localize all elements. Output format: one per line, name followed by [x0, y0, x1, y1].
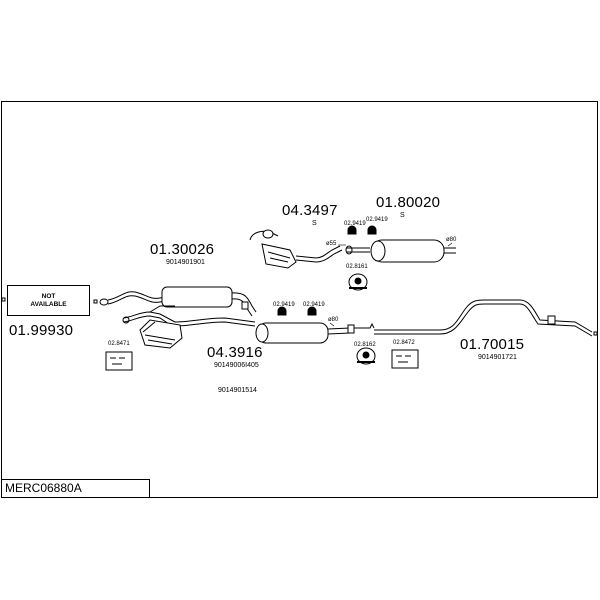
diameter-label-55: ø55 — [326, 241, 337, 247]
rear-silencer-01-80020 — [345, 239, 456, 263]
fitting-label-02-8162: 02.8162 — [354, 342, 376, 348]
leader-lines — [329, 242, 453, 327]
middle-silencer-04-3916 — [255, 322, 375, 344]
rear-pipe-01-70015 — [374, 299, 598, 337]
part-suffix-01-80020: S — [400, 212, 405, 219]
fitting-label-02-8161: 02.8161 — [346, 264, 368, 270]
fitting-label-02-9419-d: 02.9419 — [303, 302, 325, 308]
part-label-01-70015: 01.70015 — [460, 336, 525, 353]
front-silencer — [139, 319, 183, 349]
part-ref-04-3916-a: 90149006I405 — [214, 362, 259, 369]
diameter-label-80-b: ø80 — [328, 317, 339, 323]
fitting-rubbers — [348, 273, 376, 365]
part-suffix-04-3497: S — [312, 220, 317, 227]
manifold-pipes — [122, 305, 256, 327]
diagram-code: MERC06880A — [1, 479, 150, 498]
fitting-label-02-8471: 02.8471 — [108, 341, 130, 347]
part-ref-01-30026: 9014901901 — [166, 259, 205, 266]
diameter-label-80-a: ø80 — [446, 237, 457, 243]
fitting-label-02-9419-b: 02.9419 — [366, 217, 388, 223]
part-ref-04-3916-b: 9014901514 — [218, 387, 257, 394]
not-available-line2: AVAILABLE — [30, 300, 67, 308]
part-label-01-99930: 01.99930 — [9, 322, 74, 339]
not-available-box: NOT AVAILABLE — [7, 285, 90, 316]
part-label-04-3916: 04.3916 — [207, 344, 263, 361]
part-label-04-3497: 04.3497 — [282, 202, 338, 219]
not-available-line1: NOT — [41, 292, 56, 300]
fitting-label-02-8472: 02.8472 — [393, 340, 415, 346]
na-connector — [93, 299, 98, 304]
front-pipe-01-30026 — [99, 286, 257, 317]
fitting-kits — [105, 349, 419, 371]
part-label-01-80020: 01.80020 — [376, 194, 441, 211]
part-label-01-30026: 01.30026 — [150, 241, 215, 258]
part-04-3497 — [249, 229, 343, 269]
left-connector — [1, 297, 6, 302]
fitting-label-02-9419-c: 02.9419 — [273, 302, 295, 308]
fitting-label-02-9419-a: 02.9419 — [344, 221, 366, 227]
fitting-clamps — [277, 225, 377, 316]
part-ref-01-70015: 9014901721 — [478, 354, 517, 361]
